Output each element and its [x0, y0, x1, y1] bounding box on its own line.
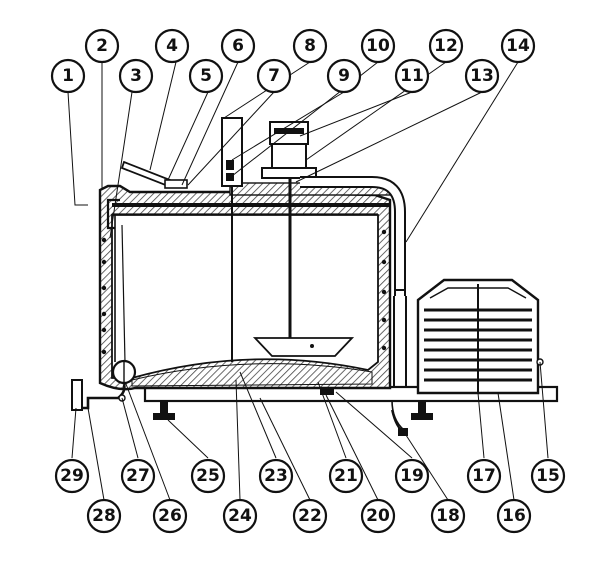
svg-text:23: 23: [264, 466, 288, 486]
callout-8: 8: [292, 28, 328, 64]
svg-text:22: 22: [298, 506, 322, 526]
svg-text:24: 24: [228, 506, 252, 526]
callout-22: 22: [292, 498, 328, 534]
callout-27: 27: [120, 458, 156, 494]
callout-25: 25: [190, 458, 226, 494]
callout-4: 4: [154, 28, 190, 64]
tank-feet: [153, 401, 433, 420]
svg-text:14: 14: [506, 36, 530, 56]
callout-26: 26: [152, 498, 188, 534]
svg-text:7: 7: [268, 66, 280, 86]
svg-text:12: 12: [434, 36, 458, 56]
svg-text:19: 19: [400, 466, 424, 486]
svg-text:17: 17: [472, 466, 496, 486]
svg-text:6: 6: [232, 36, 244, 56]
callout-3: 3: [118, 58, 154, 94]
svg-text:21: 21: [334, 466, 358, 486]
callout-13: 13: [464, 58, 500, 94]
outlet-valve: [71, 359, 137, 411]
svg-text:28: 28: [92, 506, 116, 526]
svg-text:18: 18: [436, 506, 460, 526]
svg-text:9: 9: [338, 66, 350, 86]
callout-19: 19: [394, 458, 430, 494]
svg-text:4: 4: [166, 36, 178, 56]
svg-text:3: 3: [130, 66, 142, 86]
callout-14: 14: [500, 28, 536, 64]
callout-7: 7: [256, 58, 292, 94]
svg-text:29: 29: [60, 466, 84, 486]
callout-16: 16: [496, 498, 532, 534]
callout-28: 28: [86, 498, 122, 534]
callout-5: 5: [188, 58, 224, 94]
callout-10: 10: [360, 28, 396, 64]
svg-text:16: 16: [502, 506, 526, 526]
svg-text:10: 10: [366, 36, 390, 56]
svg-text:13: 13: [470, 66, 494, 86]
svg-text:15: 15: [536, 466, 560, 486]
svg-text:1: 1: [62, 66, 74, 86]
callout-24: 24: [222, 498, 258, 534]
callout-18: 18: [430, 498, 466, 534]
svg-text:25: 25: [196, 466, 220, 486]
svg-text:2: 2: [96, 36, 108, 56]
svg-text:27: 27: [126, 466, 150, 486]
agitator: [252, 176, 355, 357]
control-box: [221, 117, 243, 187]
inspection-lid: [120, 160, 188, 189]
tank-floor: [131, 363, 373, 387]
svg-text:26: 26: [158, 506, 182, 526]
callout-2: 2: [84, 28, 120, 64]
callout-9: 9: [326, 58, 362, 94]
power-plug: [391, 409, 408, 436]
callout-23: 23: [258, 458, 294, 494]
tank-body: [98, 182, 392, 391]
callout-21: 21: [328, 458, 364, 494]
callout-15: 15: [530, 458, 566, 494]
svg-text:20: 20: [366, 506, 390, 526]
condensing-unit: [416, 278, 544, 395]
callout-29: 29: [54, 458, 90, 494]
svg-text:11: 11: [400, 66, 424, 86]
callout-12: 12: [428, 28, 464, 64]
svg-text:5: 5: [200, 66, 212, 86]
callout-11: 11: [394, 58, 430, 94]
callout-17: 17: [466, 458, 502, 494]
callout-1: 1: [50, 58, 86, 94]
callout-20: 20: [360, 498, 396, 534]
agitator-motor: [261, 121, 317, 179]
callout-6: 6: [220, 28, 256, 64]
svg-text:8: 8: [304, 36, 316, 56]
